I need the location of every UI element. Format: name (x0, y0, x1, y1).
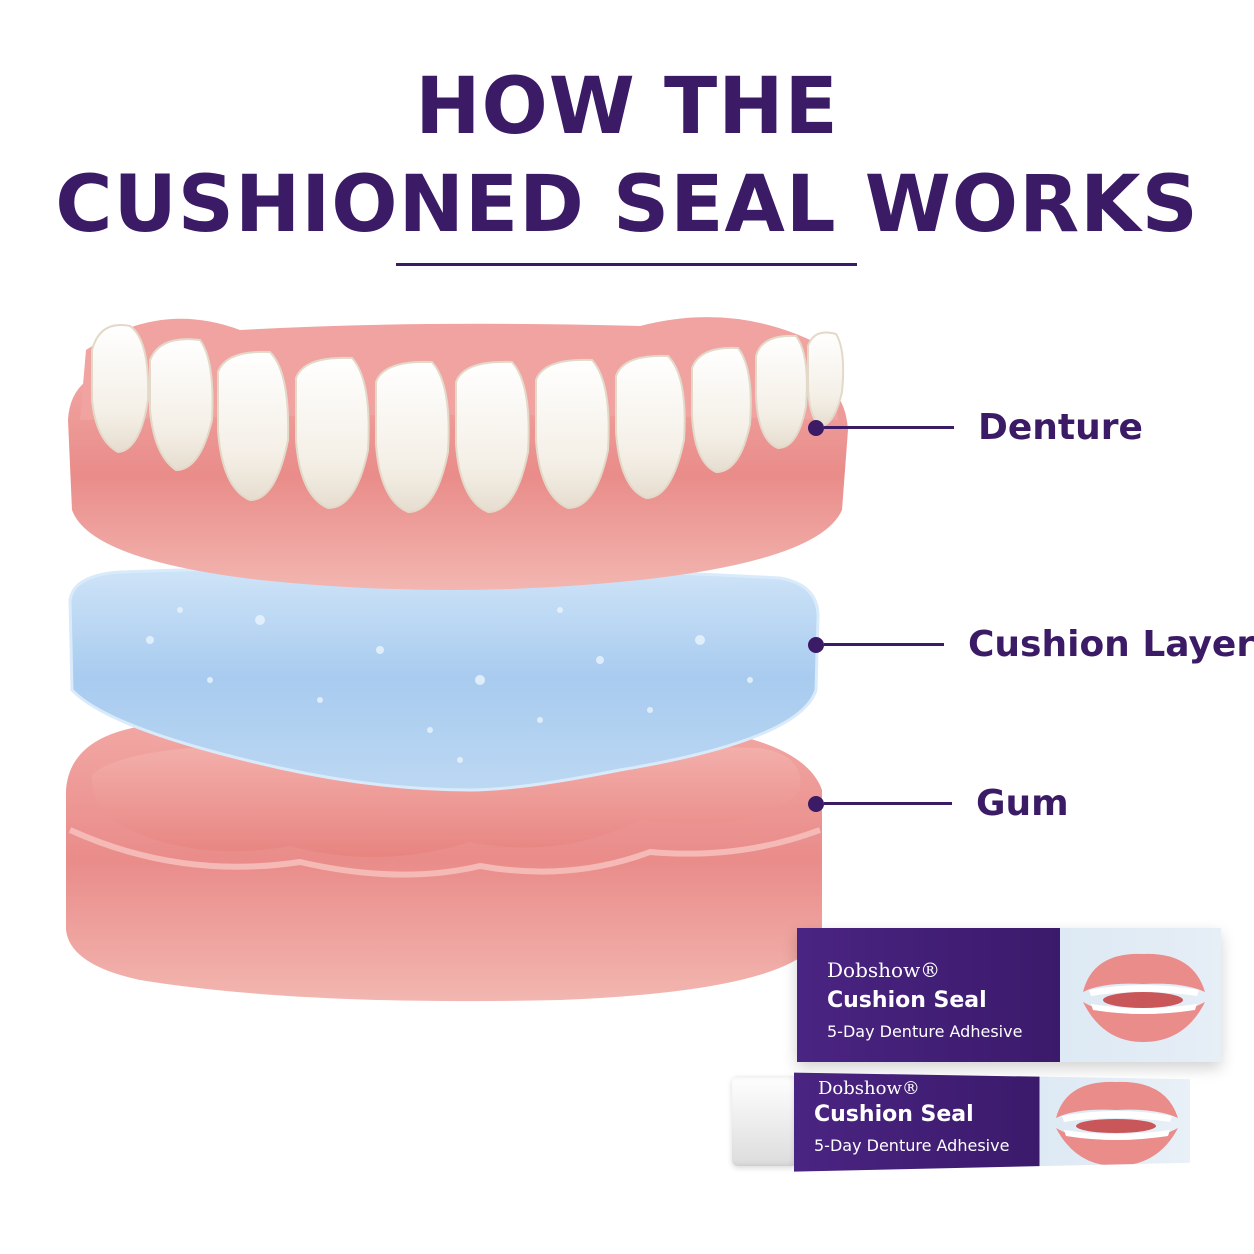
title-line-2: CUSHIONED SEAL WORKS (55, 160, 1199, 250)
page-title: HOW THE CUSHIONED SEAL WORKS (0, 58, 1254, 254)
callout-denture: Denture (808, 407, 1143, 448)
callout-line (824, 643, 944, 646)
product-tube: Dobshow® Cushion Seal 5-Day Denture Adhe… (732, 1066, 1192, 1178)
tube-cap (732, 1076, 798, 1166)
title-line-1: HOW THE (415, 62, 839, 152)
denture-mouth-icon (1056, 1081, 1178, 1166)
callout-line (824, 802, 952, 805)
callout-dot (808, 419, 824, 436)
tube-body: Dobshow® Cushion Seal 5-Day Denture Adhe… (794, 1072, 1190, 1172)
product-box: Dobshow® Cushion Seal 5-Day Denture Adhe… (797, 928, 1221, 1062)
box-product-name: Cushion Seal (827, 988, 987, 1013)
denture-layer (68, 317, 848, 590)
callout-cushion-layer: Cushion Layer (808, 624, 1254, 665)
callout-gum: Gum (808, 783, 1069, 824)
tube-product-name: Cushion Seal (814, 1102, 974, 1127)
label-gum: Gum (976, 783, 1069, 824)
box-subtitle: 5-Day Denture Adhesive (827, 1022, 1023, 1041)
tube-brand: Dobshow® (818, 1078, 920, 1099)
denture-teeth (91, 324, 845, 514)
label-cushion-layer: Cushion Layer (968, 624, 1254, 665)
denture-mouth-icon (1083, 953, 1205, 1042)
gum-layer (66, 719, 822, 1002)
callout-dot (808, 795, 824, 812)
label-denture: Denture (978, 407, 1143, 448)
box-brand: Dobshow® (827, 958, 941, 982)
callout-line (824, 426, 954, 429)
callout-dot (808, 636, 824, 653)
title-underline (396, 263, 857, 266)
tube-subtitle: 5-Day Denture Adhesive (814, 1136, 1010, 1155)
